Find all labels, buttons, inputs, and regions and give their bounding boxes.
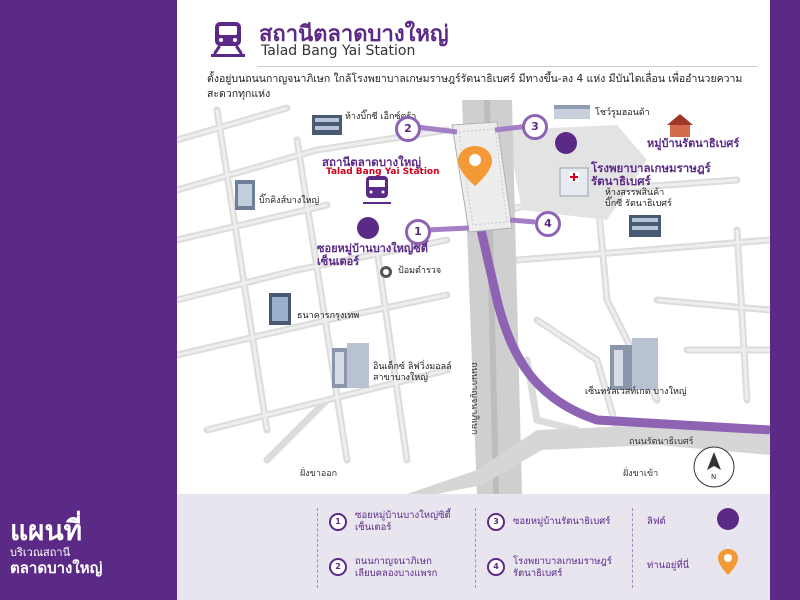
left-purple-band <box>0 0 177 600</box>
legend-you-are-here-label: ท่านอยู่ที่นี่ <box>647 560 690 571</box>
legend-lift-icon <box>717 508 739 530</box>
page-subtitle: Talad Bang Yai Station <box>261 43 416 59</box>
exit-3: 3 <box>522 114 548 140</box>
direction-inbound: ฝั่งขาเข้า <box>623 469 659 479</box>
label-honda: โชว์รูมฮอนด้า <box>595 108 650 118</box>
building-bigc <box>312 115 342 135</box>
legend-num-2: 2 <box>329 558 347 576</box>
legend-text-1: ซอยหมู่บ้านบางใหญ่ซิตี้ เซ็นเตอร์ <box>355 510 451 533</box>
lift-icon <box>357 217 379 239</box>
building-hospital <box>559 167 589 197</box>
legend-divider <box>475 508 476 588</box>
map-panel: สถานีตลาดบางใหญ่ Talad Bang Yai Station … <box>177 0 770 494</box>
label-bigc: ห้างบิ๊กซี เอ็กซ์ตร้า <box>345 112 417 122</box>
compass-label: N <box>711 473 717 481</box>
label-kbank: บิ๊กคิงส์บางใหญ่ <box>259 196 320 206</box>
building-central-west <box>610 338 658 390</box>
lift-icon <box>555 132 577 154</box>
rattana-road <box>407 425 770 494</box>
direction-outbound: ฝั่งขาออก <box>300 469 338 479</box>
map-drawing <box>177 100 770 494</box>
label-index: อินเด็กซ์ ลิฟวิ่งมอลล์ สาขาบางใหญ่ <box>373 362 452 383</box>
legend-title-mid: ตลาดบางใหญ่ <box>10 559 103 577</box>
label-police: ป้อมตำรวจ <box>398 266 442 276</box>
header-divider <box>257 66 757 67</box>
legend-title: แผนที่ บริเวณสถานี ตลาดบางใหญ่ <box>10 514 103 578</box>
compass-icon <box>693 446 735 488</box>
map-train-icon <box>363 176 391 204</box>
exit-2: 2 <box>395 116 421 142</box>
legend-lift-label: ลิฟต์ <box>647 516 666 527</box>
area-map: ห้างบิ๊กซี เอ็กซ์ตร้า โชว์รูมฮอนด้า หมู่… <box>177 100 770 494</box>
building-kbank <box>235 180 255 210</box>
legend-title-small: บริเวณสถานี <box>10 546 71 559</box>
building-honda <box>554 105 590 119</box>
legend-title-big: แผนที่ <box>10 514 83 547</box>
exit-connectors <box>416 123 536 233</box>
legend-num-3: 3 <box>487 513 505 531</box>
road-label-kanchana: ถนนกาญจนาภิเษก <box>469 362 479 435</box>
legend-panel: 1 ซอยหมู่บ้านบางใหญ่ซิตี้ เซ็นเตอร์ 2 ถน… <box>177 494 770 600</box>
label-bigc-rattana: ห้างสรรพสินค้า บิ๊กซี รัตนาธิเบศร์ <box>605 188 672 209</box>
legend-text-3: ซอยหมู่บ้านรัตนาธิเบศร์ <box>513 516 611 527</box>
legend-pin-icon <box>718 549 738 575</box>
station-description: ตั้งอยู่บนถนนกาญจนาภิเษก ใกล้โรงพยาบาลเก… <box>207 73 743 100</box>
right-purple-band <box>770 0 800 600</box>
legend-num-4: 4 <box>487 558 505 576</box>
building-index <box>332 343 369 388</box>
legend-text-2: ถนนกาญจนาภิเษก เลียบคลองบางแพรก <box>355 556 438 579</box>
legend-divider <box>317 508 318 588</box>
building-village-house <box>667 114 693 137</box>
label-soi-village: ซอยหมู่บ้านบางใหญ่ซิตี้ เซ็นเตอร์ <box>317 242 428 268</box>
page-title: สถานีตลาดบางใหญ่ <box>259 22 449 47</box>
exit-1: 1 <box>405 219 431 245</box>
legend-text-4: โรงพยาบาลเกษมราษฎร์ รัตนาธิเบศร์ <box>513 556 612 579</box>
legend-num-1: 1 <box>329 513 347 531</box>
exit-4: 4 <box>535 211 561 237</box>
label-bangkok-bank: ธนาคารกรุงเทพ <box>297 311 360 321</box>
you-are-here-pin <box>458 146 492 186</box>
road-label-rattana: ถนนรัตนาธิเบศร์ <box>629 437 694 447</box>
building-bangkok-bank <box>269 293 291 325</box>
police-icon <box>380 266 392 278</box>
label-hospital: โรงพยาบาลเกษมราษฎร์ รัตนาธิเบศร์ <box>591 161 711 188</box>
building-bigc-rattana <box>629 215 661 237</box>
legend-divider <box>632 508 633 588</box>
label-village-rattana: หมู่บ้านรัตนาธิเบศร์ <box>647 137 740 150</box>
train-icon <box>211 22 245 57</box>
label-central-west: เซ็นทรัลเวสท์เกต บางใหญ่ <box>585 387 687 397</box>
map-station-name-en: Talad Bang Yai Station <box>326 167 440 177</box>
header: สถานีตลาดบางใหญ่ Talad Bang Yai Station <box>177 0 770 70</box>
purple-line <box>472 211 770 435</box>
map-station-name: สถานีตลาดบางใหญ่ <box>322 155 422 169</box>
